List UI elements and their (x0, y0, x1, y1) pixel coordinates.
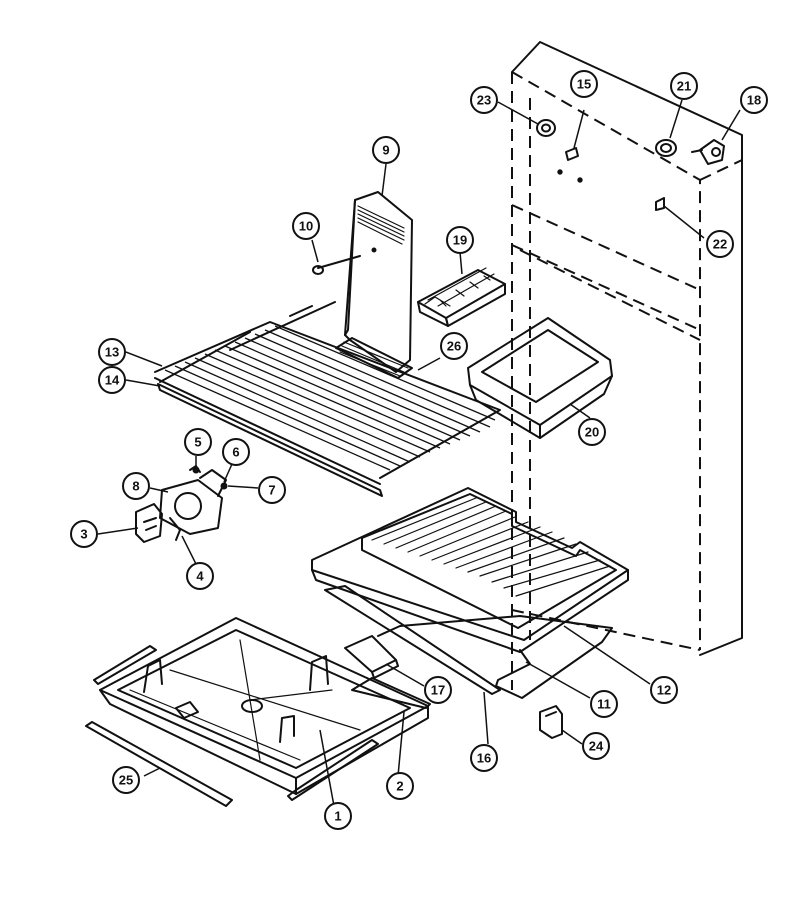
rail-part-25 (85, 721, 233, 807)
callout-25: 25 (112, 766, 140, 794)
callout-25-label: 25 (119, 773, 133, 788)
callout-2: 2 (386, 772, 414, 800)
callout-5: 5 (184, 428, 212, 456)
callout-17-label: 17 (431, 683, 445, 698)
callout-10-label: 10 (299, 219, 313, 234)
callout-23-label: 23 (477, 93, 491, 108)
callout-1-label: 1 (334, 809, 341, 824)
callout-6-label: 6 (232, 445, 239, 460)
callout-24-label: 24 (589, 739, 604, 754)
ice-cube-tray (417, 267, 506, 327)
callout-2-label: 2 (396, 779, 403, 794)
callout-5-label: 5 (194, 435, 201, 450)
callout-19: 19 (446, 226, 474, 254)
callout-18: 18 (740, 86, 768, 114)
crisper-cover (311, 487, 629, 653)
callout-4: 4 (186, 562, 214, 590)
callout-16: 16 (470, 744, 498, 772)
screw-part-10 (312, 255, 361, 275)
crisper-panel (377, 615, 613, 699)
rail-part-2 (287, 739, 379, 801)
callout-26-label: 26 (447, 339, 461, 354)
callout-14: 14 (98, 366, 126, 394)
control-assembly (135, 465, 228, 543)
callout-10: 10 (292, 212, 320, 240)
callout-7: 7 (258, 476, 286, 504)
callout-3-label: 3 (80, 527, 87, 542)
callout-22: 22 (706, 230, 734, 258)
callout-8-label: 8 (132, 479, 139, 494)
callout-11: 11 (590, 690, 618, 718)
callout-17: 17 (424, 676, 452, 704)
callout-21-label: 21 (677, 79, 691, 94)
callout-6: 6 (222, 438, 250, 466)
callout-15: 15 (570, 70, 598, 98)
leader-lines (97, 99, 741, 807)
storage-bin (467, 317, 613, 439)
callout-22-label: 22 (713, 237, 727, 252)
rail-right (351, 677, 431, 709)
callout-4-label: 4 (196, 569, 204, 584)
callout-9: 9 (372, 136, 400, 164)
cabinet-fittings (536, 119, 725, 211)
callout-14-label: 14 (105, 373, 120, 388)
callout-16-label: 16 (477, 751, 491, 766)
callout-3: 3 (70, 520, 98, 548)
base-pan (99, 617, 429, 795)
callout-21: 21 (670, 72, 698, 100)
callout-9-label: 9 (382, 143, 389, 158)
callout-19-label: 19 (453, 233, 467, 248)
cabinet-outline (511, 41, 743, 690)
callout-24: 24 (582, 732, 610, 760)
wire-shelf (154, 301, 501, 497)
air-duct-cover (335, 191, 413, 379)
callout-20-label: 20 (585, 425, 599, 440)
trim-strip (324, 585, 501, 695)
callout-1: 1 (324, 802, 352, 830)
callout-12: 12 (650, 676, 678, 704)
callout-12-label: 12 (657, 683, 671, 698)
callout-15-label: 15 (577, 77, 591, 92)
callout-11-label: 11 (597, 697, 611, 712)
callout-7-label: 7 (268, 483, 275, 498)
callout-13-label: 13 (105, 345, 119, 360)
pad-part-17 (344, 635, 399, 679)
bracket-part-24 (539, 705, 563, 739)
callout-23: 23 (470, 86, 498, 114)
callout-13: 13 (98, 338, 126, 366)
callout-20: 20 (578, 418, 606, 446)
rail-left (93, 645, 157, 685)
callout-18-label: 18 (747, 93, 761, 108)
callout-8: 8 (122, 472, 150, 500)
callout-26: 26 (440, 332, 468, 360)
